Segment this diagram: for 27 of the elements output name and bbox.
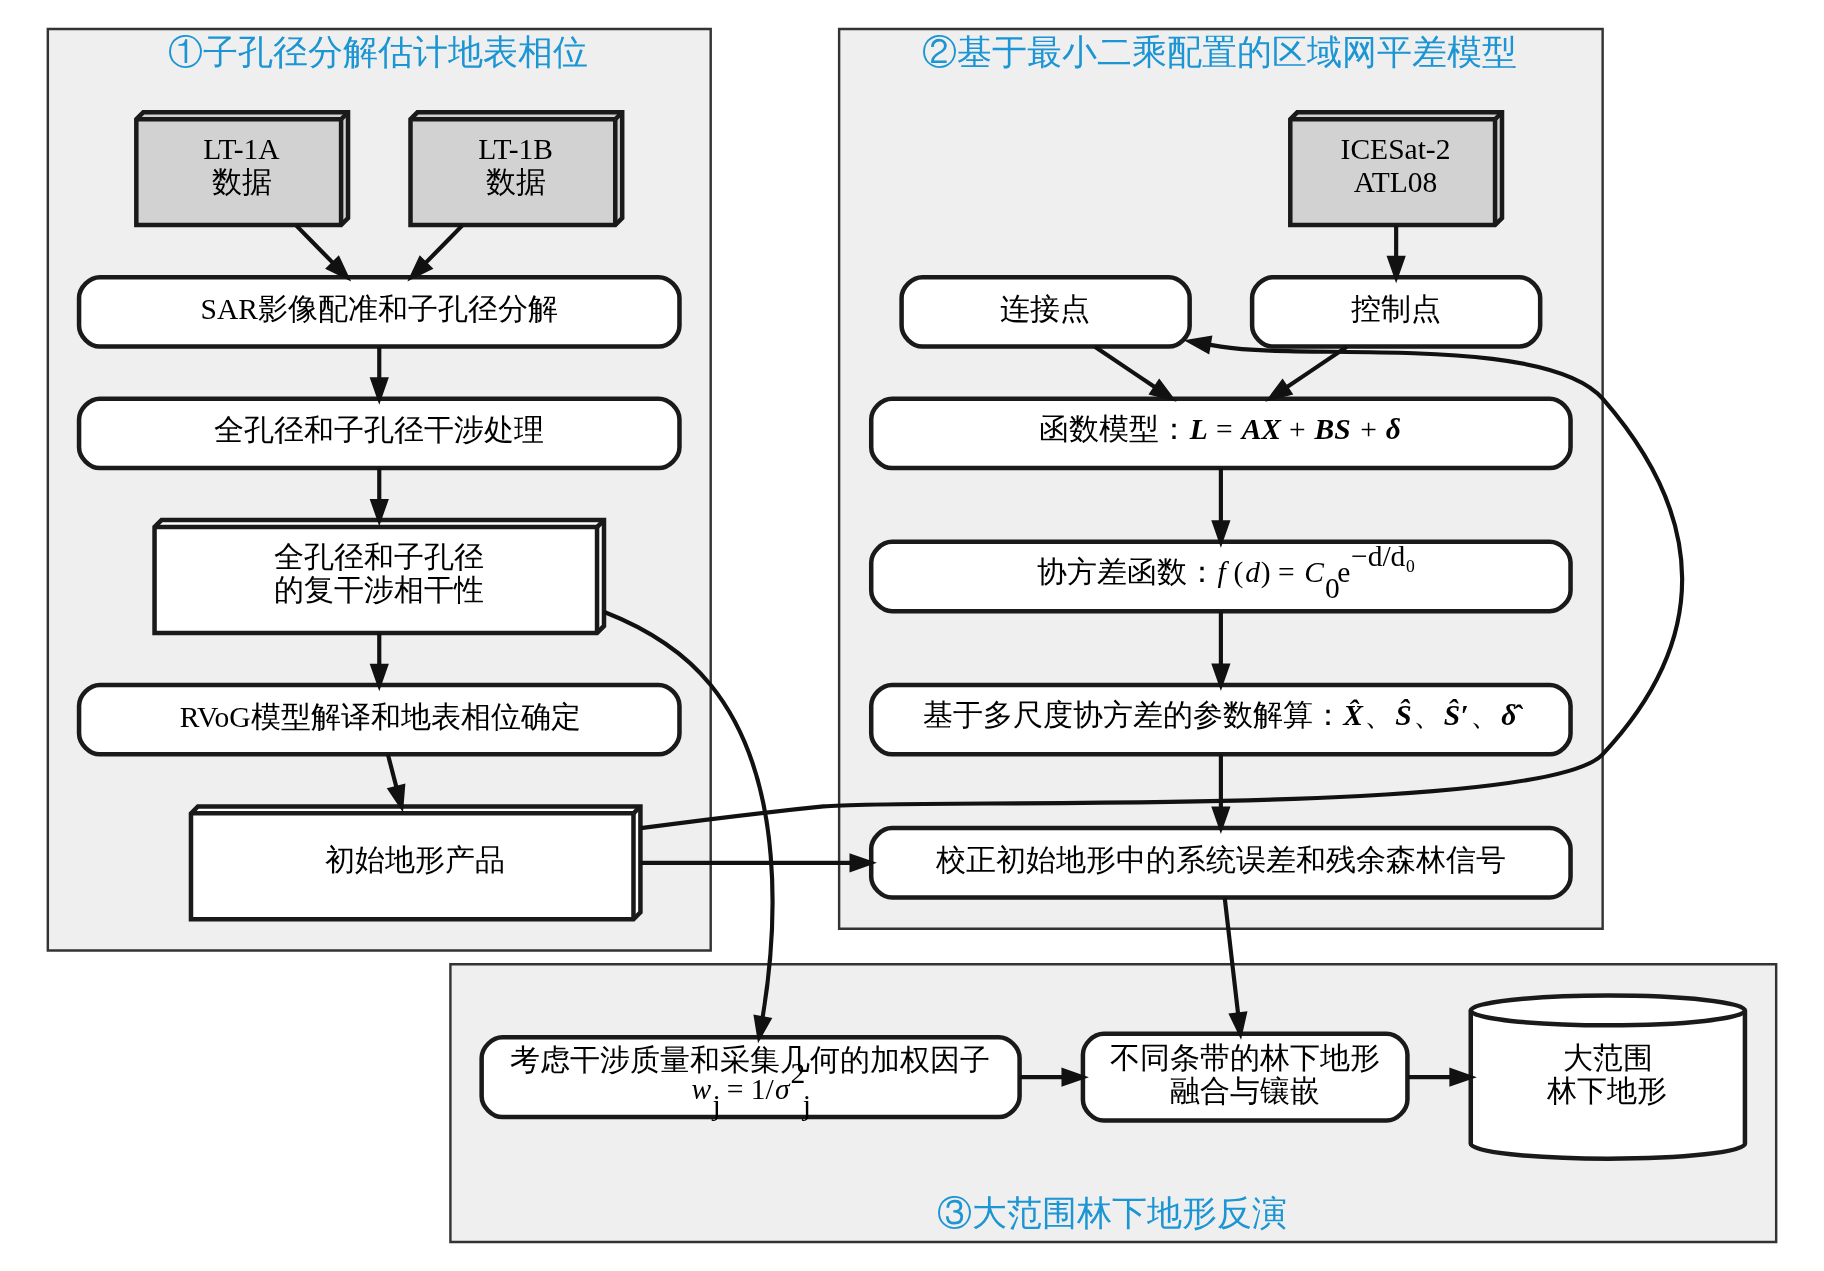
arrow (385, 754, 406, 813)
arrow (407, 224, 464, 282)
arrow (1386, 225, 1406, 284)
node-box: 函数模型：L = AX + BS + δ (868, 396, 1573, 471)
arrow (1093, 345, 1177, 402)
arrow (1222, 897, 1248, 1040)
arrow (1408, 1067, 1477, 1087)
node-box: 控制点 (1249, 274, 1543, 349)
arrow (1211, 468, 1231, 548)
arrow (369, 468, 389, 527)
arrow (640, 853, 877, 873)
arrow (294, 224, 352, 282)
arrow (1019, 1067, 1089, 1087)
arrow (1265, 345, 1349, 402)
node-box: 校正初始地形中的系统误差和残余森林信号 (868, 825, 1573, 900)
node-box: SAR影像配准和子孔径分解 (76, 274, 682, 349)
arrow (1211, 754, 1231, 835)
arrow (369, 347, 389, 405)
node-box: 连接点 (899, 274, 1192, 349)
arrow (640, 335, 1684, 831)
node-box: 不同条带的林下地形融合与镶嵌 (1080, 1031, 1410, 1123)
arrow (1211, 611, 1231, 691)
arrow (603, 610, 775, 1044)
node-box: RVoG模型解译和地表相位确定 (76, 682, 682, 757)
arrow (369, 633, 389, 692)
node-box: 全孔径和子孔径干涉处理 (76, 396, 682, 471)
node-box: 基于多尺度协方差的参数解算：X̂、Ŝ、Ŝ′、δ̂ (868, 682, 1573, 757)
